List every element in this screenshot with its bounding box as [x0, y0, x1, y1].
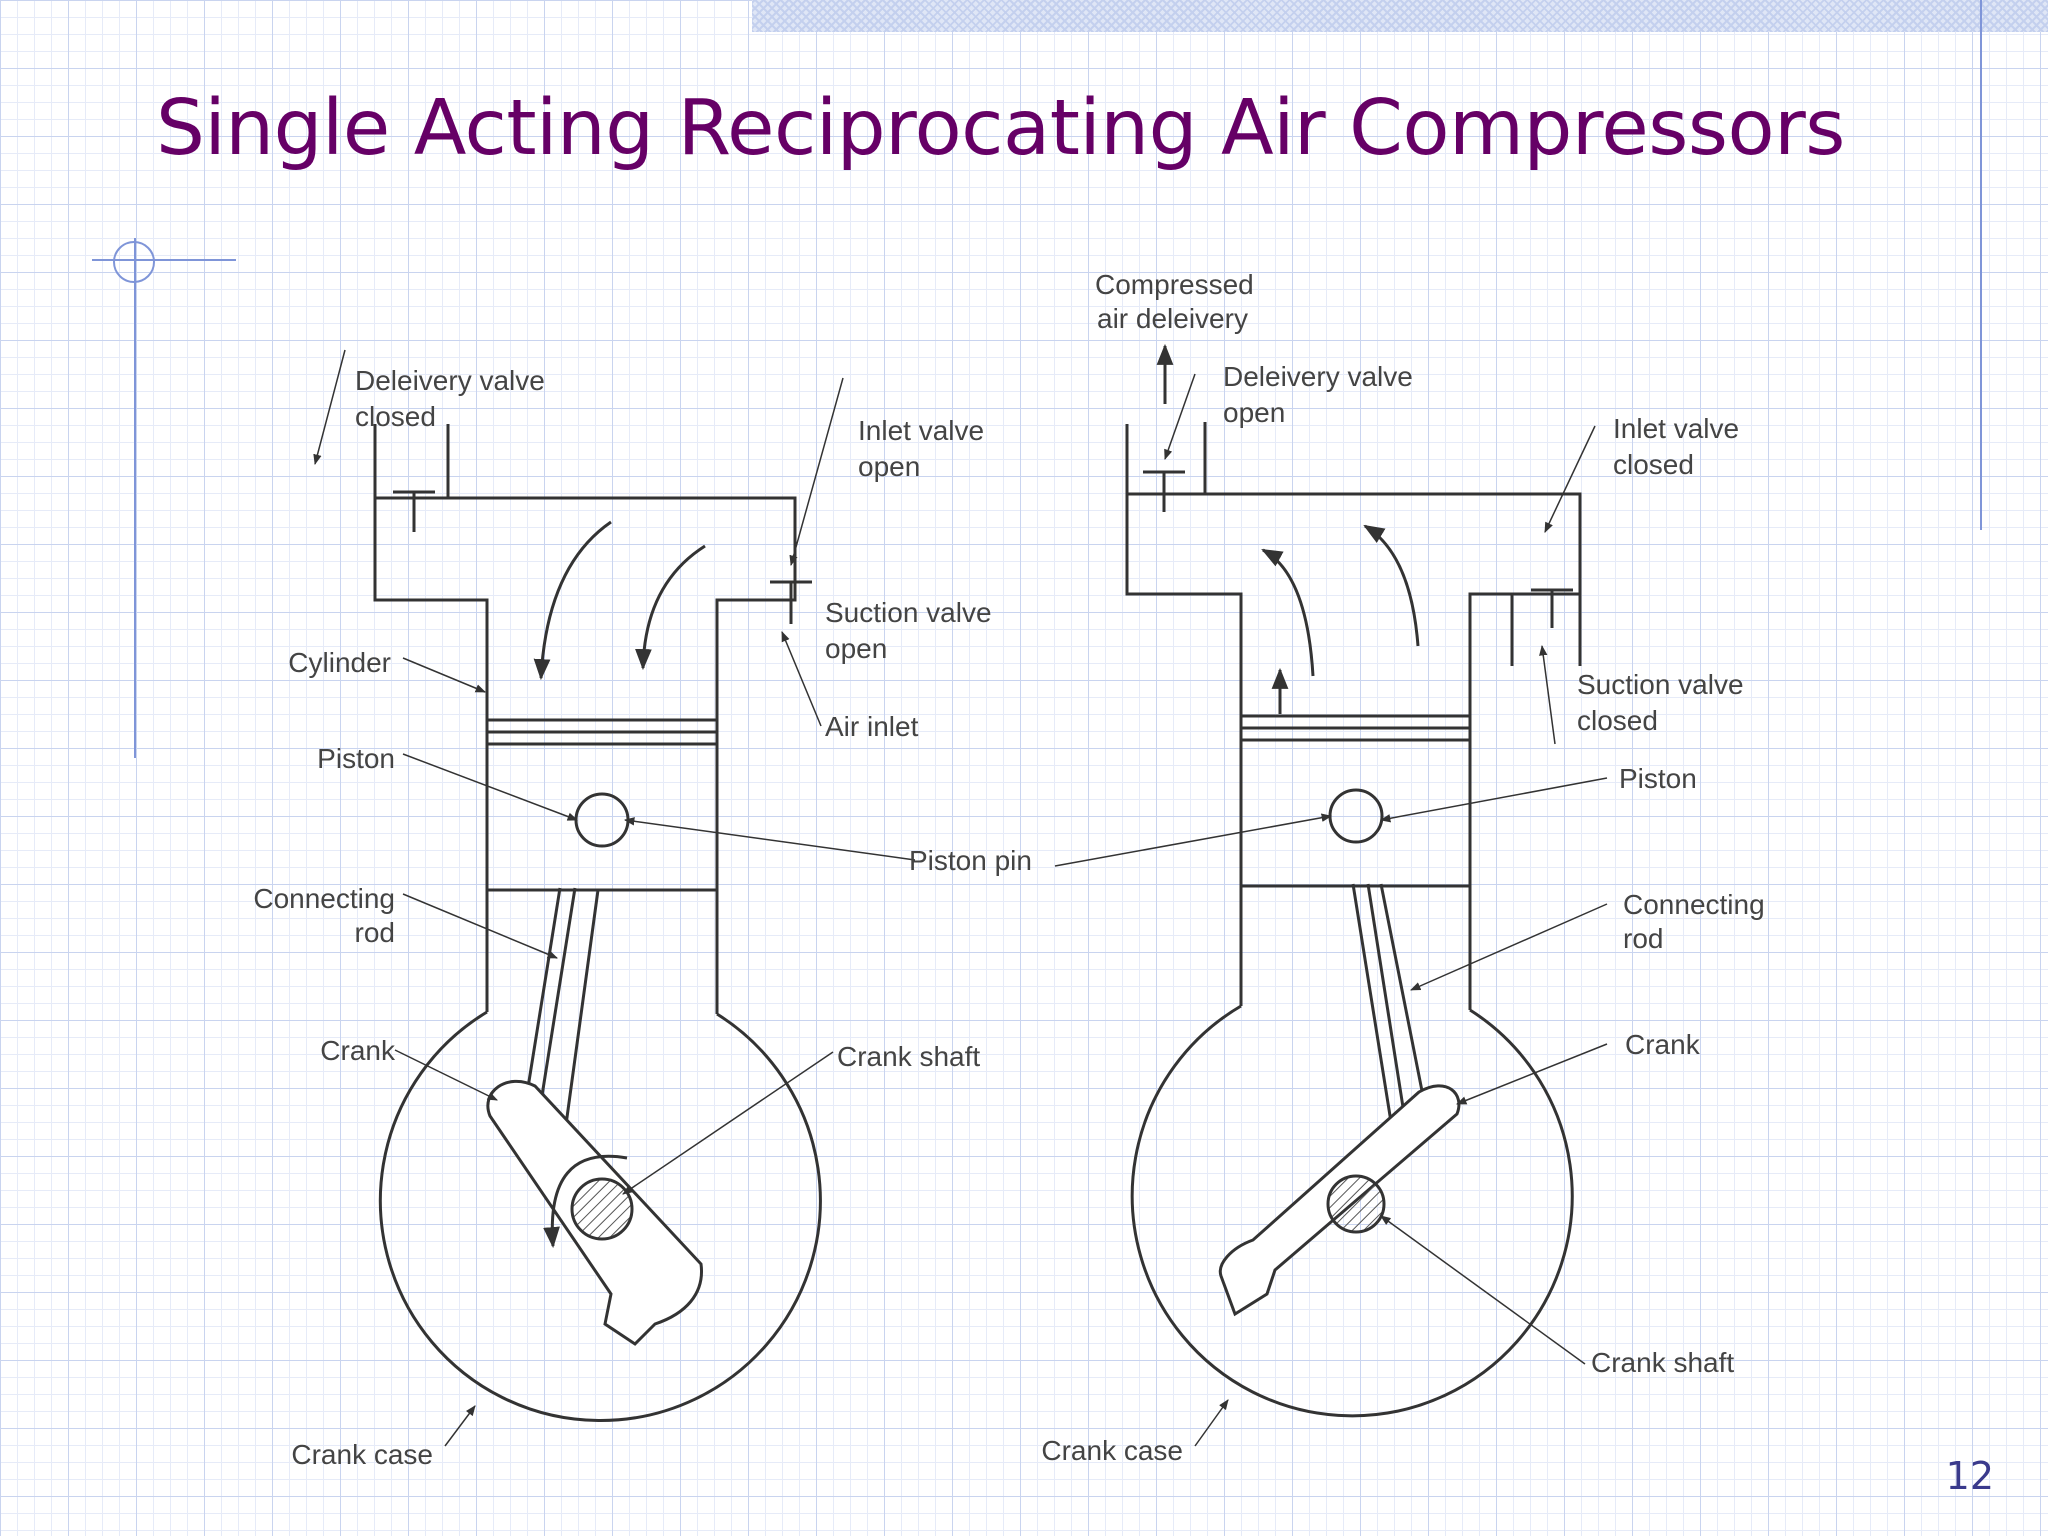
right-rod-line-2 [1366, 883, 1407, 1121]
right-leader-inlet [1544, 425, 1596, 533]
right-leader-crank-shaft [1380, 1215, 1586, 1365]
left-connecting-rod-label-2: rod [355, 917, 395, 948]
right-piston-label: Piston [1619, 763, 1697, 794]
left-crank-shaft [570, 1177, 634, 1241]
right-leader-crank-case [1194, 1399, 1229, 1447]
left-leader-lines [313, 349, 844, 1447]
left-decorative-line [134, 238, 136, 758]
left-leader-inlet [789, 377, 844, 567]
left-crank-label: Crank [320, 1035, 396, 1066]
right-compressed-air-label-1: Compressed [1095, 269, 1254, 300]
right-crank-shaft [1326, 1174, 1386, 1234]
right-leader-connecting-rod [1410, 903, 1608, 991]
right-leader-piston [1379, 777, 1608, 823]
left-rod-line-3 [563, 889, 600, 1133]
right-crank-case-label: Crank case [1041, 1435, 1183, 1466]
left-inlet-valve-label-1: Inlet valve [858, 415, 984, 446]
right-piston-pin [1328, 788, 1384, 844]
right-crank-case [1130, 1004, 1574, 1418]
right-connecting-rod-label-2: rod [1623, 923, 1663, 954]
left-flow-arrow-1 [533, 520, 612, 681]
left-rod-line-2 [539, 887, 577, 1103]
left-suction-valve-label-2: open [825, 633, 887, 664]
left-leader-connecting-rod [402, 893, 558, 959]
left-crank-case [378, 1010, 822, 1422]
page-number: 12 [1945, 1454, 1994, 1498]
right-cylinder-left-wall [1125, 424, 1243, 1006]
right-delivery-valve-label-1: Deleivery valve [1223, 361, 1413, 392]
left-flow-arrow-2 [635, 544, 706, 671]
left-delivery-valve-label-2: closed [355, 401, 436, 432]
leader-piston-pin-right [1054, 813, 1333, 867]
right-rod-line-1 [1351, 883, 1393, 1123]
right-crank-label: Crank [1625, 1029, 1701, 1060]
left-crank-shaft-label: Crank shaft [837, 1041, 980, 1072]
left-cylinder-head [448, 496, 797, 1014]
right-crank-shaft-label: Crank shaft [1591, 1347, 1734, 1378]
right-compressor [1125, 343, 1582, 1418]
compressor-diagram: Deleivery valve closed Inlet valve open … [253, 269, 1764, 1470]
compressor-figure: Deleivery valve closed Inlet valve open … [235, 254, 1779, 1494]
left-leader-piston [402, 753, 578, 821]
right-decorative-line [1980, 0, 1982, 530]
right-delivery-valve-label-2: open [1223, 397, 1285, 428]
left-suction-valve-label-1: Suction valve [825, 597, 992, 628]
right-inlet-valve-label-1: Inlet valve [1613, 413, 1739, 444]
left-air-inlet-label: Air inlet [825, 711, 919, 742]
right-labels: Compressed air deleivery Deleivery valve… [1041, 269, 1764, 1466]
right-leader-suction [1539, 644, 1556, 745]
slide-title: Single Acting Reciprocating Air Compress… [156, 84, 1845, 173]
left-labels: Deleivery valve closed Inlet valve open … [253, 365, 991, 1470]
left-crank-case-label: Crank case [291, 1439, 433, 1470]
right-inlet-valve-label-2: closed [1613, 449, 1694, 480]
right-compressed-air-label-2: air deleivery [1097, 303, 1248, 334]
right-suction-valve-label-1: Suction valve [1577, 669, 1744, 700]
left-leader-air-inlet [781, 631, 822, 727]
right-cylinder-head [1205, 492, 1582, 1010]
right-leader-delivery [1164, 373, 1196, 460]
left-leader-crank [394, 1049, 498, 1101]
left-cylinder-label: Cylinder [288, 647, 391, 678]
left-piston-label: Piston [317, 743, 395, 774]
piston-pin-label: Piston pin [909, 845, 1032, 876]
left-delivery-valve-label-1: Deleivery valve [355, 365, 545, 396]
left-leader-delivery [313, 349, 346, 466]
left-rod-line-1 [524, 887, 562, 1101]
shared-labels: Piston pin [909, 845, 1032, 876]
right-rod-line-3 [1379, 883, 1425, 1097]
right-leader-crank [1456, 1043, 1608, 1105]
left-leader-crank-case [444, 1405, 476, 1447]
left-piston-pin [574, 792, 630, 848]
left-leader-crank-shaft [622, 1051, 834, 1195]
left-rotation-arrow [543, 1154, 628, 1249]
right-flow-arrow-1 [1261, 548, 1315, 677]
left-connecting-rod-label-1: Connecting [253, 883, 395, 914]
right-leader-lines [623, 373, 1608, 1447]
leader-piston-pin-left [623, 817, 916, 861]
right-suction-valve-label-2: closed [1577, 705, 1658, 736]
right-connecting-rod-label-1: Connecting [1623, 889, 1765, 920]
crosshair-ornament-icon [92, 241, 236, 283]
right-flow-arrow-2 [1363, 524, 1420, 647]
left-leader-cylinder [402, 657, 486, 693]
left-compressor [373, 424, 822, 1422]
top-decorative-band [752, 0, 2048, 32]
left-inlet-valve-label-2: open [858, 451, 920, 482]
left-cylinder-left-wall [373, 424, 489, 1012]
